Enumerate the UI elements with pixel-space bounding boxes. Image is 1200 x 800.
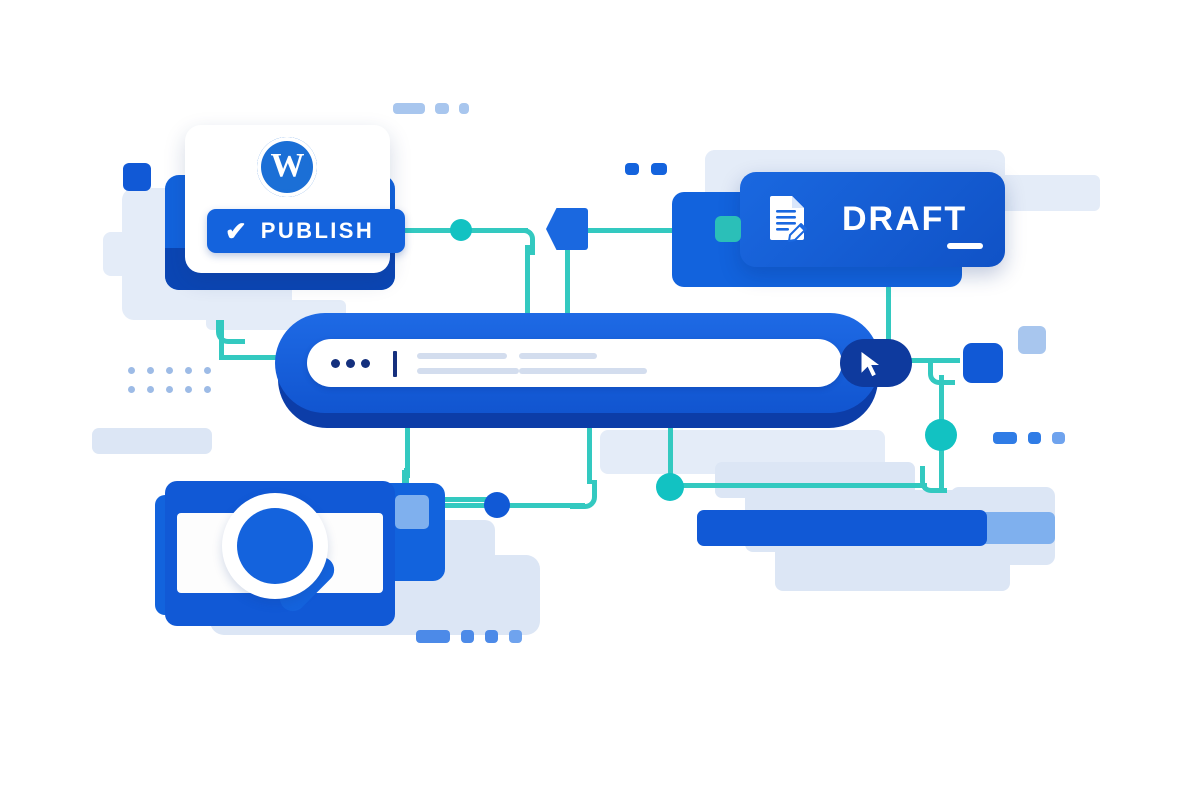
dash-marks-top-right <box>625 163 667 175</box>
node-hexagon-hub <box>546 208 588 250</box>
minus-dash-icon[interactable] <box>947 243 983 249</box>
wire-rail-down-to-bar <box>525 245 530 325</box>
wire-rail-elbow-down <box>508 228 535 255</box>
draft-status-card[interactable]: DRAFT <box>740 172 1005 267</box>
wire-right-elbow-2 <box>920 466 947 493</box>
wire-right-across <box>880 358 960 363</box>
dash-marks-right <box>993 432 1065 444</box>
wordpress-publish-card[interactable]: W ✔ PUBLISH <box>185 125 405 273</box>
wire-rail-node-elbow <box>470 228 528 233</box>
square-accent-top-left <box>123 163 151 191</box>
checkmark-icon: ✔ <box>225 216 247 246</box>
wire-bar-left-across <box>405 503 505 508</box>
square-accent-right-pale <box>1018 326 1046 354</box>
placeholder-line <box>417 368 519 374</box>
search-submit-button[interactable] <box>840 339 912 387</box>
dot-grid-decoration <box>128 367 211 393</box>
text-caret-icon <box>393 351 397 377</box>
publish-button-label: PUBLISH <box>260 218 375 243</box>
node-lower-mid <box>656 473 684 501</box>
wire-draft-down <box>886 270 891 382</box>
search-bar[interactable] <box>275 313 912 413</box>
preview-card-accent-square <box>395 495 429 529</box>
wire-node-lower-up <box>668 420 673 478</box>
node-right-rail <box>925 419 957 451</box>
wire-right-down <box>939 375 944 440</box>
wire-rail-publish-node <box>392 228 472 233</box>
dash-marks-bottom-left <box>416 630 522 643</box>
wire-publish-elbow <box>216 315 245 344</box>
bg-slab-lower-wide <box>775 545 1010 591</box>
node-bar-to-preview <box>484 492 510 518</box>
placeholder-line <box>519 368 647 374</box>
search-input[interactable] <box>307 339 842 387</box>
wordpress-logo-icon: W <box>257 137 317 197</box>
wire-preview-right <box>432 497 504 502</box>
wire-bar-down-left <box>405 420 410 478</box>
wire-hex-down <box>565 248 570 326</box>
wire-mid-elbow-up <box>570 480 597 509</box>
three-dots-icon[interactable] <box>331 359 370 368</box>
wire-publish-across <box>219 355 291 360</box>
wire-right-to-node <box>682 483 927 488</box>
wire-hex-to-draft <box>588 228 736 233</box>
port-connector-icon <box>715 216 741 242</box>
wire-mid-up-to-bar <box>587 420 592 484</box>
wordpress-logo-letter: W <box>270 147 305 184</box>
bg-slab-left-bar <box>92 428 212 454</box>
wire-node-to-elbow <box>505 503 585 508</box>
mouse-cursor-icon <box>858 349 884 379</box>
document-with-pen-icon <box>768 194 808 249</box>
dash-marks-top-left <box>393 103 469 114</box>
publish-button[interactable]: ✔ PUBLISH <box>207 209 405 253</box>
bg-bar-blue-bottom <box>697 510 987 546</box>
search-preview-card[interactable] <box>165 481 395 626</box>
square-accent-right <box>963 343 1003 383</box>
node-publish-to-bar <box>450 219 472 241</box>
magnifier-lens <box>237 508 313 584</box>
placeholder-line <box>417 353 507 359</box>
magnifying-glass-icon <box>220 479 370 619</box>
draft-card-label: DRAFT <box>842 200 968 238</box>
placeholder-line <box>519 353 597 359</box>
